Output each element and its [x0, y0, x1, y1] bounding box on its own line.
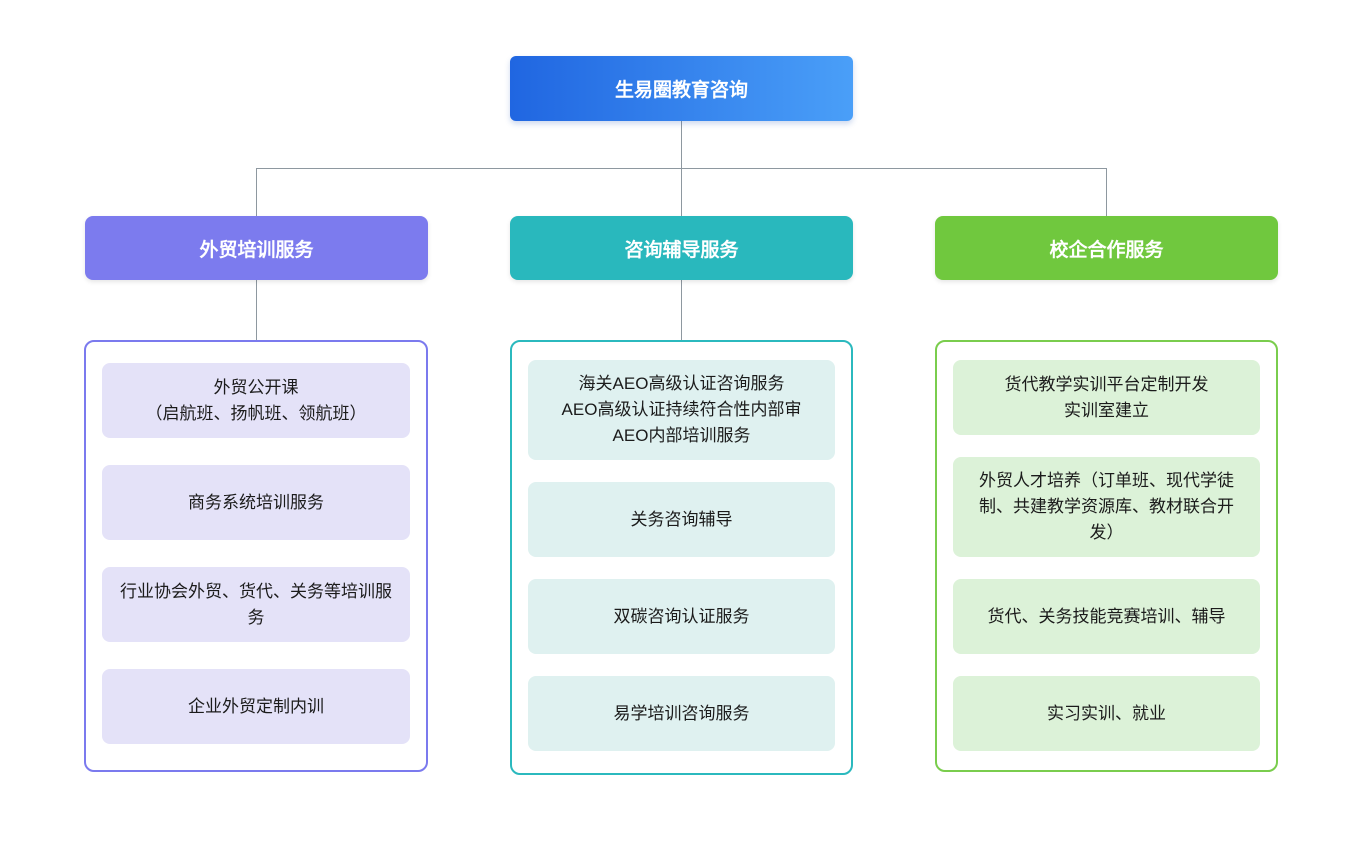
- connector-branch1-to-panel: [256, 280, 257, 340]
- root-node: 生易圈教育咨询: [510, 56, 853, 121]
- branch-node-foreign-trade-training: 外贸培训服务: [85, 216, 428, 280]
- branch-node-school-enterprise: 校企合作服务: [935, 216, 1278, 280]
- connector-root-drop: [681, 121, 682, 168]
- panel-consulting-coaching: 海关AEO高级认证咨询服务 AEO高级认证持续符合性内部审 AEO内部培训服务 …: [510, 340, 853, 775]
- service-item: 双碳咨询认证服务: [528, 579, 835, 654]
- panel-school-enterprise: 货代教学实训平台定制开发 实训室建立 外贸人才培养（订单班、现代学徒制、共建教学…: [935, 340, 1278, 772]
- connector-branch2-to-panel: [681, 280, 682, 340]
- service-item: 关务咨询辅导: [528, 482, 835, 557]
- connector-branch2-drop: [681, 168, 682, 216]
- service-item: 外贸人才培养（订单班、现代学徒制、共建教学资源库、教材联合开发）: [953, 457, 1260, 557]
- service-item: 企业外贸定制内训: [102, 669, 410, 744]
- branch-node-consulting-coaching: 咨询辅导服务: [510, 216, 853, 280]
- service-item: 商务系统培训服务: [102, 465, 410, 540]
- connector-branch3-drop: [1106, 168, 1107, 216]
- connector-branch1-drop: [256, 168, 257, 216]
- service-item: 易学培训咨询服务: [528, 676, 835, 751]
- service-item: 海关AEO高级认证咨询服务 AEO高级认证持续符合性内部审 AEO内部培训服务: [528, 360, 835, 460]
- service-item: 行业协会外贸、货代、关务等培训服务: [102, 567, 410, 642]
- service-item: 实习实训、就业: [953, 676, 1260, 751]
- service-item: 货代、关务技能竞赛培训、辅导: [953, 579, 1260, 654]
- service-item: 货代教学实训平台定制开发 实训室建立: [953, 360, 1260, 435]
- panel-foreign-trade-training: 外贸公开课 （启航班、扬帆班、领航班） 商务系统培训服务 行业协会外贸、货代、关…: [84, 340, 428, 772]
- service-item: 外贸公开课 （启航班、扬帆班、领航班）: [102, 363, 410, 438]
